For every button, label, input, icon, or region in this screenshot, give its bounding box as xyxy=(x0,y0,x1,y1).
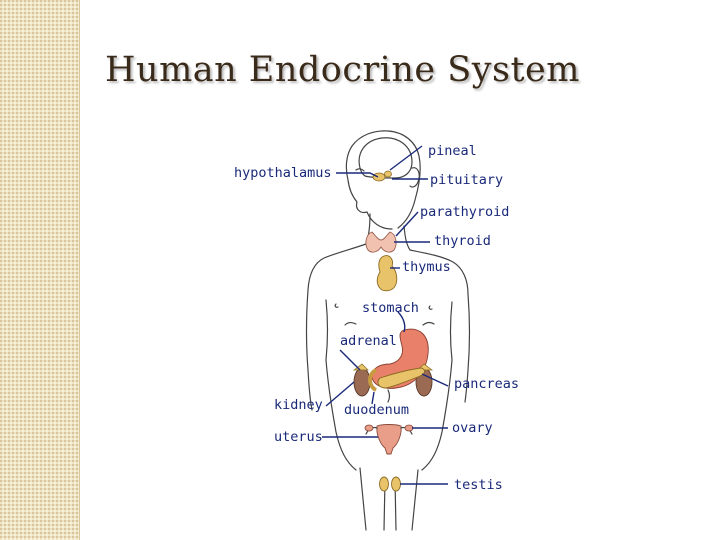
page-title: Human Endocrine System xyxy=(105,50,580,90)
label-parathyroid: parathyroid xyxy=(420,204,509,220)
left-ovary xyxy=(364,424,374,432)
label-duodenum: duodenum xyxy=(344,402,409,418)
label-pituitary: pituitary xyxy=(430,172,503,188)
label-testis: testis xyxy=(454,477,503,493)
label-pineal: pineal xyxy=(428,143,477,159)
hypothalamus-gland xyxy=(372,172,386,182)
label-hypothalamus: hypothalamus xyxy=(234,165,332,181)
organs xyxy=(352,170,434,492)
label-pancreas: pancreas xyxy=(454,376,519,392)
pancreas-organ xyxy=(377,367,425,389)
diagram-labels: pineal hypothalamus pituitary parathyroi… xyxy=(234,143,519,493)
right-testis xyxy=(391,476,401,492)
thymus-gland xyxy=(376,255,398,292)
body-outline xyxy=(305,130,471,531)
pineal-gland xyxy=(384,170,392,178)
left-testis xyxy=(379,476,389,492)
uterus-organ xyxy=(376,424,402,455)
label-adrenal: adrenal xyxy=(340,333,397,349)
brain-outline xyxy=(358,137,413,179)
duodenum-organ xyxy=(368,368,378,392)
thyroid-gland xyxy=(365,231,397,253)
label-uterus: uterus xyxy=(274,429,323,445)
decorative-side-band xyxy=(0,0,80,540)
label-ovary: ovary xyxy=(452,420,493,436)
label-thyroid: thyroid xyxy=(434,233,491,249)
left-kidney xyxy=(353,367,371,397)
label-thymus: thymus xyxy=(402,259,451,275)
leader-lines xyxy=(322,145,449,485)
right-ovary xyxy=(404,424,414,432)
label-stomach: stomach xyxy=(362,300,419,316)
left-adrenal xyxy=(352,363,369,371)
label-kidney: kidney xyxy=(274,397,323,413)
